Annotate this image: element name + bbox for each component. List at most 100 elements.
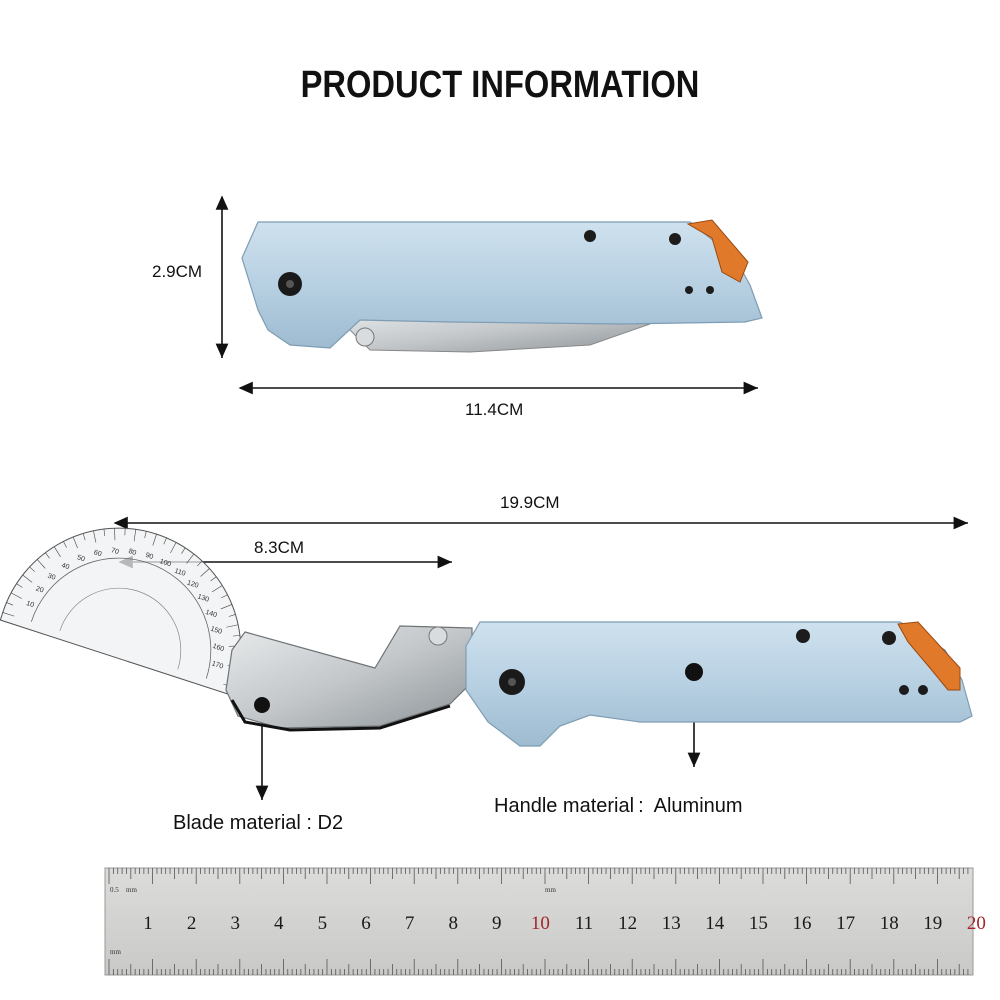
closed-height-label: 2.9CM <box>152 262 203 281</box>
protractor-tick <box>200 568 210 577</box>
open-knife-pocket-clip <box>897 621 961 691</box>
open-knife-screw <box>796 629 810 643</box>
protractor-tick <box>29 566 35 572</box>
protractor-tick <box>226 624 239 628</box>
open-knife-thumb-stud <box>428 626 448 646</box>
protractor-tick <box>152 534 157 546</box>
protractor-tick <box>232 634 240 637</box>
protractor-tick <box>82 533 86 541</box>
ruler-number: 14 <box>705 913 725 934</box>
protractor-tick <box>124 528 126 536</box>
closed-knife-lanyard-hole <box>685 286 693 294</box>
protractor-tick <box>186 553 195 564</box>
protractor-number: 120 <box>186 580 199 590</box>
closed-knife-flipper-stud <box>355 327 375 347</box>
protractor-tick <box>103 529 106 537</box>
protractor-tick <box>6 602 14 606</box>
protractor-number: 50 <box>76 554 86 563</box>
protractor-tick <box>2 612 15 617</box>
protractor-tick <box>211 585 223 593</box>
ruler-number: 18 <box>880 913 899 934</box>
protractor-number: 60 <box>93 549 103 558</box>
protractor-tick <box>220 604 233 610</box>
protractor-number: 140 <box>204 609 217 619</box>
protractor-number: 150 <box>210 626 223 636</box>
ruler-number: 5 <box>318 913 328 934</box>
protractor-tick <box>221 594 228 599</box>
protractor-tick <box>114 528 116 541</box>
ruler-number: 16 <box>793 913 812 934</box>
protractor-tick <box>22 574 33 583</box>
ruler-corner-value: 0.5 <box>110 886 119 894</box>
closed-knife <box>241 219 763 353</box>
ruler-number: 20 <box>967 913 986 934</box>
ruler-number: 11 <box>575 913 593 934</box>
protractor-tick <box>63 541 67 548</box>
ruler-number: 10 <box>531 913 550 934</box>
ruler-number: 2 <box>187 913 197 934</box>
open-knife-blade <box>225 625 473 729</box>
protractor-number: 20 <box>35 585 45 594</box>
protractor-tick <box>16 583 23 588</box>
open-knife-lanyard-hole <box>899 685 909 695</box>
ruler-number: 6 <box>361 913 371 934</box>
protractor-tick <box>197 560 203 567</box>
ruler-number: 7 <box>405 913 415 934</box>
protractor-number: 90 <box>144 552 154 561</box>
open-knife <box>225 621 973 747</box>
blade-length-label: 8.3CM <box>254 538 305 557</box>
closed-knife-screw <box>669 233 681 245</box>
protractor-tick <box>10 592 22 599</box>
protractor-number: 70 <box>110 547 120 556</box>
handle-pointer-dot <box>685 663 703 681</box>
ruler-unit-label: mm <box>110 948 121 956</box>
blade-material-label: Blade material : D2 <box>173 812 344 834</box>
protractor-tick <box>133 529 137 542</box>
page-title: PRODUCT INFORMATION <box>300 64 700 106</box>
open-knife-handle <box>465 621 973 747</box>
protractor-number: 130 <box>197 593 210 603</box>
ruler-number: 13 <box>662 913 681 934</box>
ruler-number: 8 <box>448 913 458 934</box>
protractor-tick <box>93 530 97 543</box>
ruler-body <box>104 867 974 976</box>
open-knife-lanyard-hole <box>918 685 928 695</box>
protractor-tick <box>72 536 78 549</box>
protractor-number: 100 <box>159 558 172 568</box>
ruler-number: 15 <box>749 913 768 934</box>
protractor-tick <box>170 542 177 554</box>
protractor-tick <box>45 552 50 559</box>
overall-length-label: 19.9CM <box>500 493 560 512</box>
ruler-number: 1 <box>143 913 153 934</box>
protractor-tick <box>228 614 236 617</box>
ruler-number: 12 <box>618 913 637 934</box>
closed-knife-screw <box>584 230 596 242</box>
protractor-tick <box>181 547 186 554</box>
ruler-number: 4 <box>274 913 284 934</box>
ruler-unit-label: mm <box>126 886 137 894</box>
closed-knife-pocket-clip <box>686 219 749 283</box>
handle-material-label: Handle material : Aluminum <box>494 795 743 817</box>
protractor-number: 10 <box>25 600 35 609</box>
ruler-number: 9 <box>492 913 502 934</box>
protractor-number: 160 <box>212 643 225 653</box>
ruler-number: 17 <box>836 913 855 934</box>
protractor-tick <box>36 559 46 569</box>
protractor-number: 40 <box>61 562 71 571</box>
protractor-number: 170 <box>211 660 224 670</box>
closed-knife-lanyard-hole <box>706 286 714 294</box>
open-knife-screw <box>882 631 896 645</box>
protractor-number: 80 <box>127 548 137 557</box>
protractor-number: 110 <box>174 568 187 578</box>
blade-pointer-dot <box>254 697 270 713</box>
ruler-ticks <box>108 868 969 975</box>
ruler-unit-label: mm <box>545 886 556 894</box>
ruler-number: 3 <box>230 913 240 934</box>
protractor-tick <box>163 537 167 545</box>
